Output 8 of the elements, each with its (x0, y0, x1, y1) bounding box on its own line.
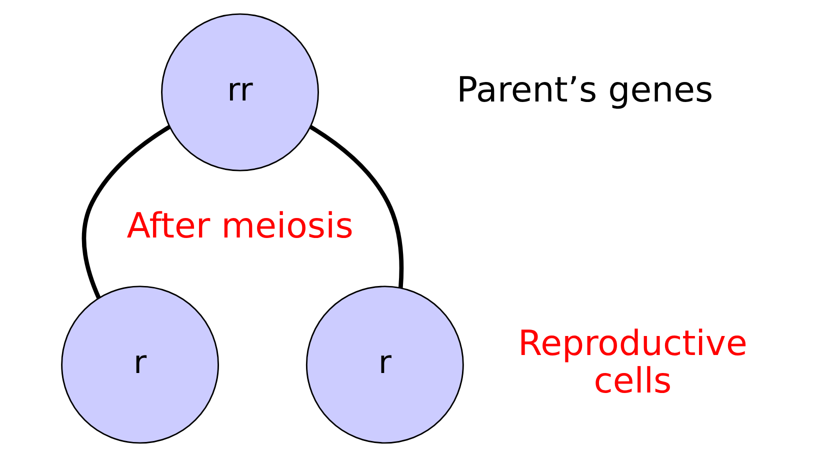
connector (308, 124, 404, 288)
node-circle: rr (160, 13, 318, 172)
label: Parent’s genes (456, 70, 713, 110)
connector (81, 124, 170, 299)
node-circle: r (305, 286, 464, 444)
label: After meiosis (126, 206, 353, 246)
label: Reproductive cells (518, 324, 747, 402)
node-circle: r (60, 286, 218, 444)
